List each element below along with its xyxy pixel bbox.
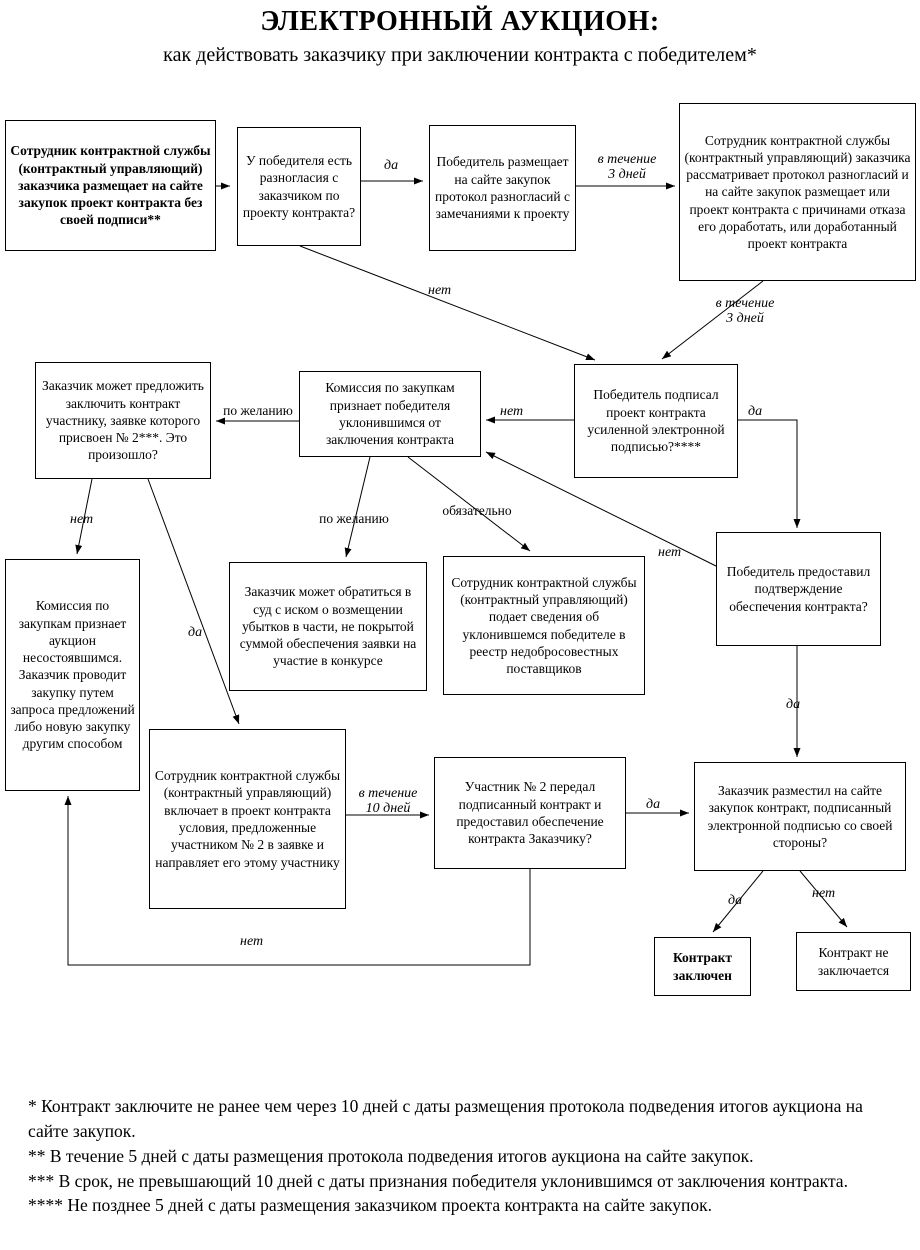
node-court: Заказчик может обратиться в суд с иском … — [229, 562, 427, 691]
footnote-3: *** В срок, не превышающий 10 дней с дат… — [28, 1170, 848, 1191]
edge-label-mandatory-registry: обязательно — [442, 503, 512, 518]
node-start: Сотрудник контрактной службы (контрактны… — [5, 120, 216, 251]
edge-label-no-offer2: нет — [70, 512, 94, 527]
edge-label-optional-court: по желанию — [319, 511, 389, 526]
edge-label-yes-disagree: да — [384, 158, 399, 173]
edge-label-yes-participant2: да — [646, 797, 661, 812]
node-contract-not-concluded: Контракт не заключается — [796, 932, 911, 991]
arrow-customer-yes-to-concluded — [712, 870, 764, 933]
node-include-terms: Сотрудник контрактной службы (контрактны… — [149, 729, 346, 909]
edge-label-yes-signed: да — [748, 404, 763, 419]
edge-label-no-signed: нет — [500, 404, 524, 419]
edge-label-yes-offer2: да — [188, 625, 203, 640]
node-auction-failed: Комиссия по закупкам признает аукцион не… — [5, 559, 140, 791]
footnote-2: ** В течение 5 дней с даты размещения пр… — [28, 1145, 754, 1166]
arrow-signed-yes-to-security — [738, 419, 801, 528]
arrow-offer2-no-to-failed — [75, 478, 93, 555]
node-participant2-question: Участник № 2 передал подписанный контрак… — [434, 757, 626, 869]
edge-label-no-customer-signed: нет — [812, 886, 836, 901]
arrow-participant2-no-to-failed — [64, 796, 531, 966]
node-registry: Сотрудник контрактной службы (контрактны… — [443, 556, 645, 695]
arrow-review-to-signed — [661, 280, 764, 360]
node-disagree-question: У победителя есть разногласия с заказчик… — [237, 127, 361, 246]
arrow-evader-to-court — [344, 456, 371, 558]
arrow-disagree-no-to-signed — [299, 245, 596, 361]
edge-label-within-3-days-top: в течение 3 дней — [597, 152, 657, 183]
edge-label-no-security: нет — [658, 545, 682, 560]
edge-label-yes-customer-signed: да — [728, 893, 743, 908]
node-customer-signed-question: Заказчик разместил на сайте закупок конт… — [694, 762, 906, 871]
node-contract-concluded: Контракт заключен — [654, 937, 751, 996]
page-subtitle: как действовать заказчику при заключении… — [163, 44, 757, 66]
edge-label-no-disagree: нет — [428, 283, 452, 298]
edge-label-yes-security: да — [786, 697, 801, 712]
node-review: Сотрудник контрактной службы (контрактны… — [679, 103, 916, 281]
arrow-evader-to-registry — [407, 456, 531, 552]
node-security-question: Победитель предоставил подтверждение обе… — [716, 532, 881, 646]
arrow-customer-no-to-not-concluded — [799, 870, 848, 928]
node-signed-question: Победитель подписал проект контракта уси… — [574, 364, 738, 478]
edge-label-no-participant2: нет — [240, 934, 264, 949]
edge-label-within-3-days-review: в течение 3 дней — [715, 296, 775, 327]
footnote-1: * Контракт заключите не ранее чем через … — [28, 1096, 863, 1141]
edge-label-within-10-days: в течение 10 дней — [358, 786, 418, 817]
node-offer-number2-question: Заказчик может предложить заключить конт… — [35, 362, 211, 479]
arrow-security-no-to-evader — [485, 451, 717, 567]
node-evader: Комиссия по закупкам признает победителя… — [299, 371, 481, 457]
arrow-offer2-yes-to-include — [147, 478, 240, 725]
page-title: ЭЛЕКТРОННЫЙ АУКЦИОН: — [260, 6, 660, 37]
footnote-4: **** Не позднее 5 дней с даты размещения… — [28, 1195, 712, 1216]
edge-label-optional-offer2: по желанию — [223, 403, 293, 418]
footnotes: * Контракт заключите не ранее чем через … — [28, 1094, 900, 1218]
node-protocol: Победитель размещает на сайте закупок пр… — [429, 125, 576, 251]
